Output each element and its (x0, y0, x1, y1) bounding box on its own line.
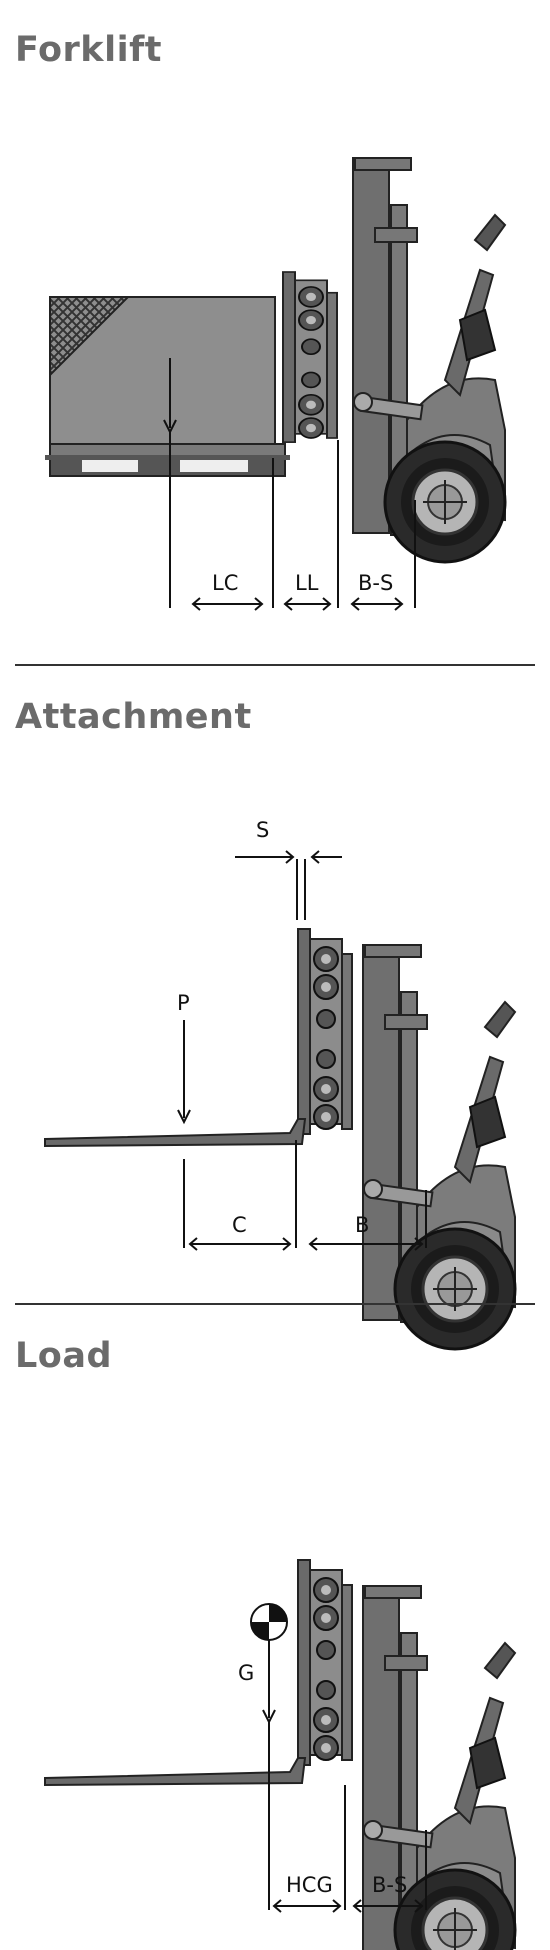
dim-s-label: S (256, 818, 269, 842)
dim-g-label: G (238, 1661, 254, 1685)
dim-p-label: P (177, 991, 190, 1015)
forklift-diagram: LC LL B-S (45, 156, 507, 611)
section-divider (15, 664, 535, 666)
dim-lc-label: LC (212, 571, 238, 595)
section-title-forklift: Forklift (15, 30, 163, 70)
section-divider (15, 1303, 535, 1305)
dim-bs-label-load: B-S (372, 1873, 407, 1897)
center-of-gravity-icon (250, 1603, 288, 1641)
section-title-attachment: Attachment (15, 697, 252, 737)
attachment-diagram: S P C B (44, 818, 517, 1351)
dim-b-label: B (355, 1213, 369, 1237)
dim-c-label: C (232, 1213, 247, 1237)
dim-ll-label: LL (295, 571, 319, 595)
load-diagram: G HCG B-S (44, 1559, 517, 1950)
section-title-load: Load (15, 1336, 113, 1376)
dim-hcg-label: HCG (286, 1873, 333, 1897)
dim-bs-label: B-S (358, 571, 393, 595)
